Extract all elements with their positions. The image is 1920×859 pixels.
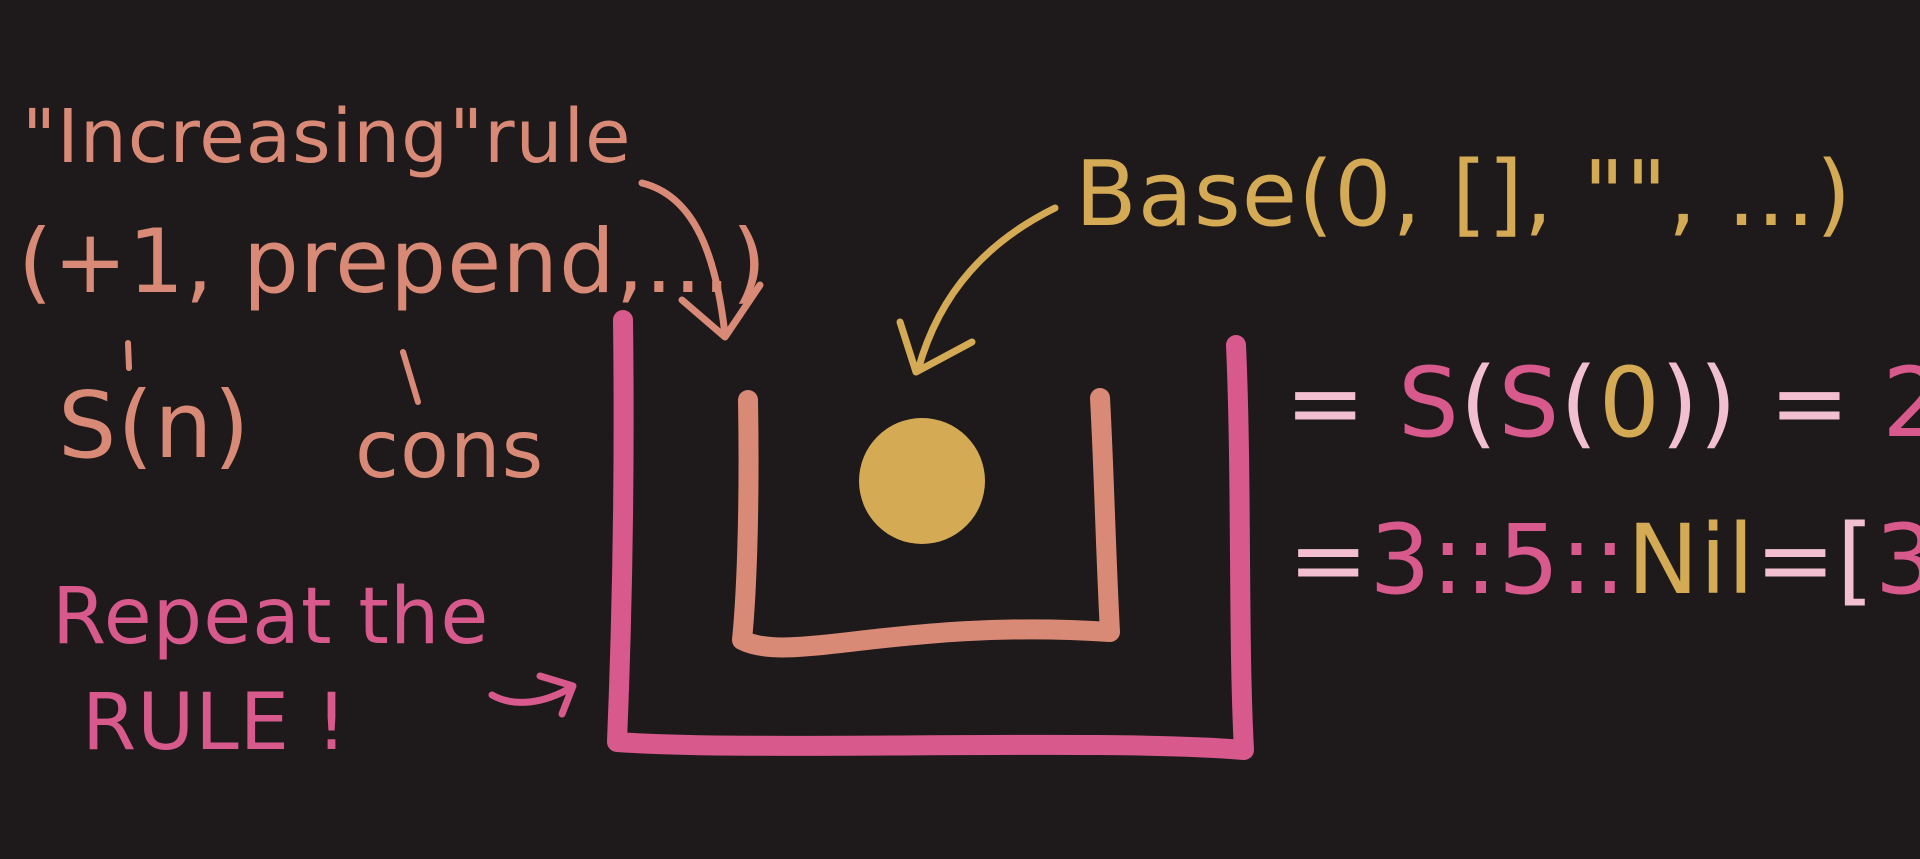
list-item-three: 3 xyxy=(1875,504,1920,616)
connector-prepend xyxy=(400,349,421,405)
nat-paren-outer: ( xyxy=(1459,347,1499,459)
nat-close-parens: )) xyxy=(1660,347,1738,459)
repeat-line-1: Repeat the xyxy=(52,572,490,662)
list-bracket-open: [ xyxy=(1836,504,1876,616)
nat-succ-outer: S xyxy=(1397,347,1460,459)
nat-succ-inner: S xyxy=(1498,347,1561,459)
list-cons-sep-2: :: xyxy=(1560,504,1627,616)
base-arrow-head xyxy=(896,318,976,376)
nat-zero: 0 xyxy=(1598,347,1661,459)
repeat-arrow-head xyxy=(536,672,577,718)
list-head-three: 3 xyxy=(1369,504,1432,616)
outer-container xyxy=(607,310,1254,760)
list-head-five: 5 xyxy=(1498,504,1561,616)
base-ball xyxy=(859,418,985,544)
cons-label: cons xyxy=(355,403,545,496)
nat-result: 2 xyxy=(1882,347,1920,459)
increasing-arrow-head xyxy=(678,281,764,341)
nat-paren-inner: ( xyxy=(1560,347,1599,459)
nat-equation: = S(S(0)) = 2 xyxy=(1285,355,1920,451)
connector-plus-one xyxy=(125,340,132,371)
base-arrow xyxy=(914,204,1059,374)
list-eq-sign: = xyxy=(1288,504,1370,616)
repeat-line-2: RULE ! xyxy=(82,678,349,768)
rule-arguments: (+1, prepend,...) xyxy=(18,210,768,313)
list-nil: Nil xyxy=(1626,504,1756,616)
repeat-arrow xyxy=(488,683,576,706)
successor-label: S(n) xyxy=(58,372,251,479)
increasing-arrow xyxy=(638,179,729,339)
list-equation: =3::5::Nil=[3,5] xyxy=(1288,512,1920,608)
nat-eq-sign: = xyxy=(1285,347,1367,459)
nat-eq-sign-2: = xyxy=(1769,347,1851,459)
base-label: Base(0, [], "", ...) xyxy=(1075,142,1853,247)
inner-container xyxy=(732,388,1120,658)
increasing-rule-title: "Increasing"rule xyxy=(22,94,632,180)
list-cons-sep-1: :: xyxy=(1431,504,1499,616)
list-eq-sign-2: = xyxy=(1755,504,1837,616)
